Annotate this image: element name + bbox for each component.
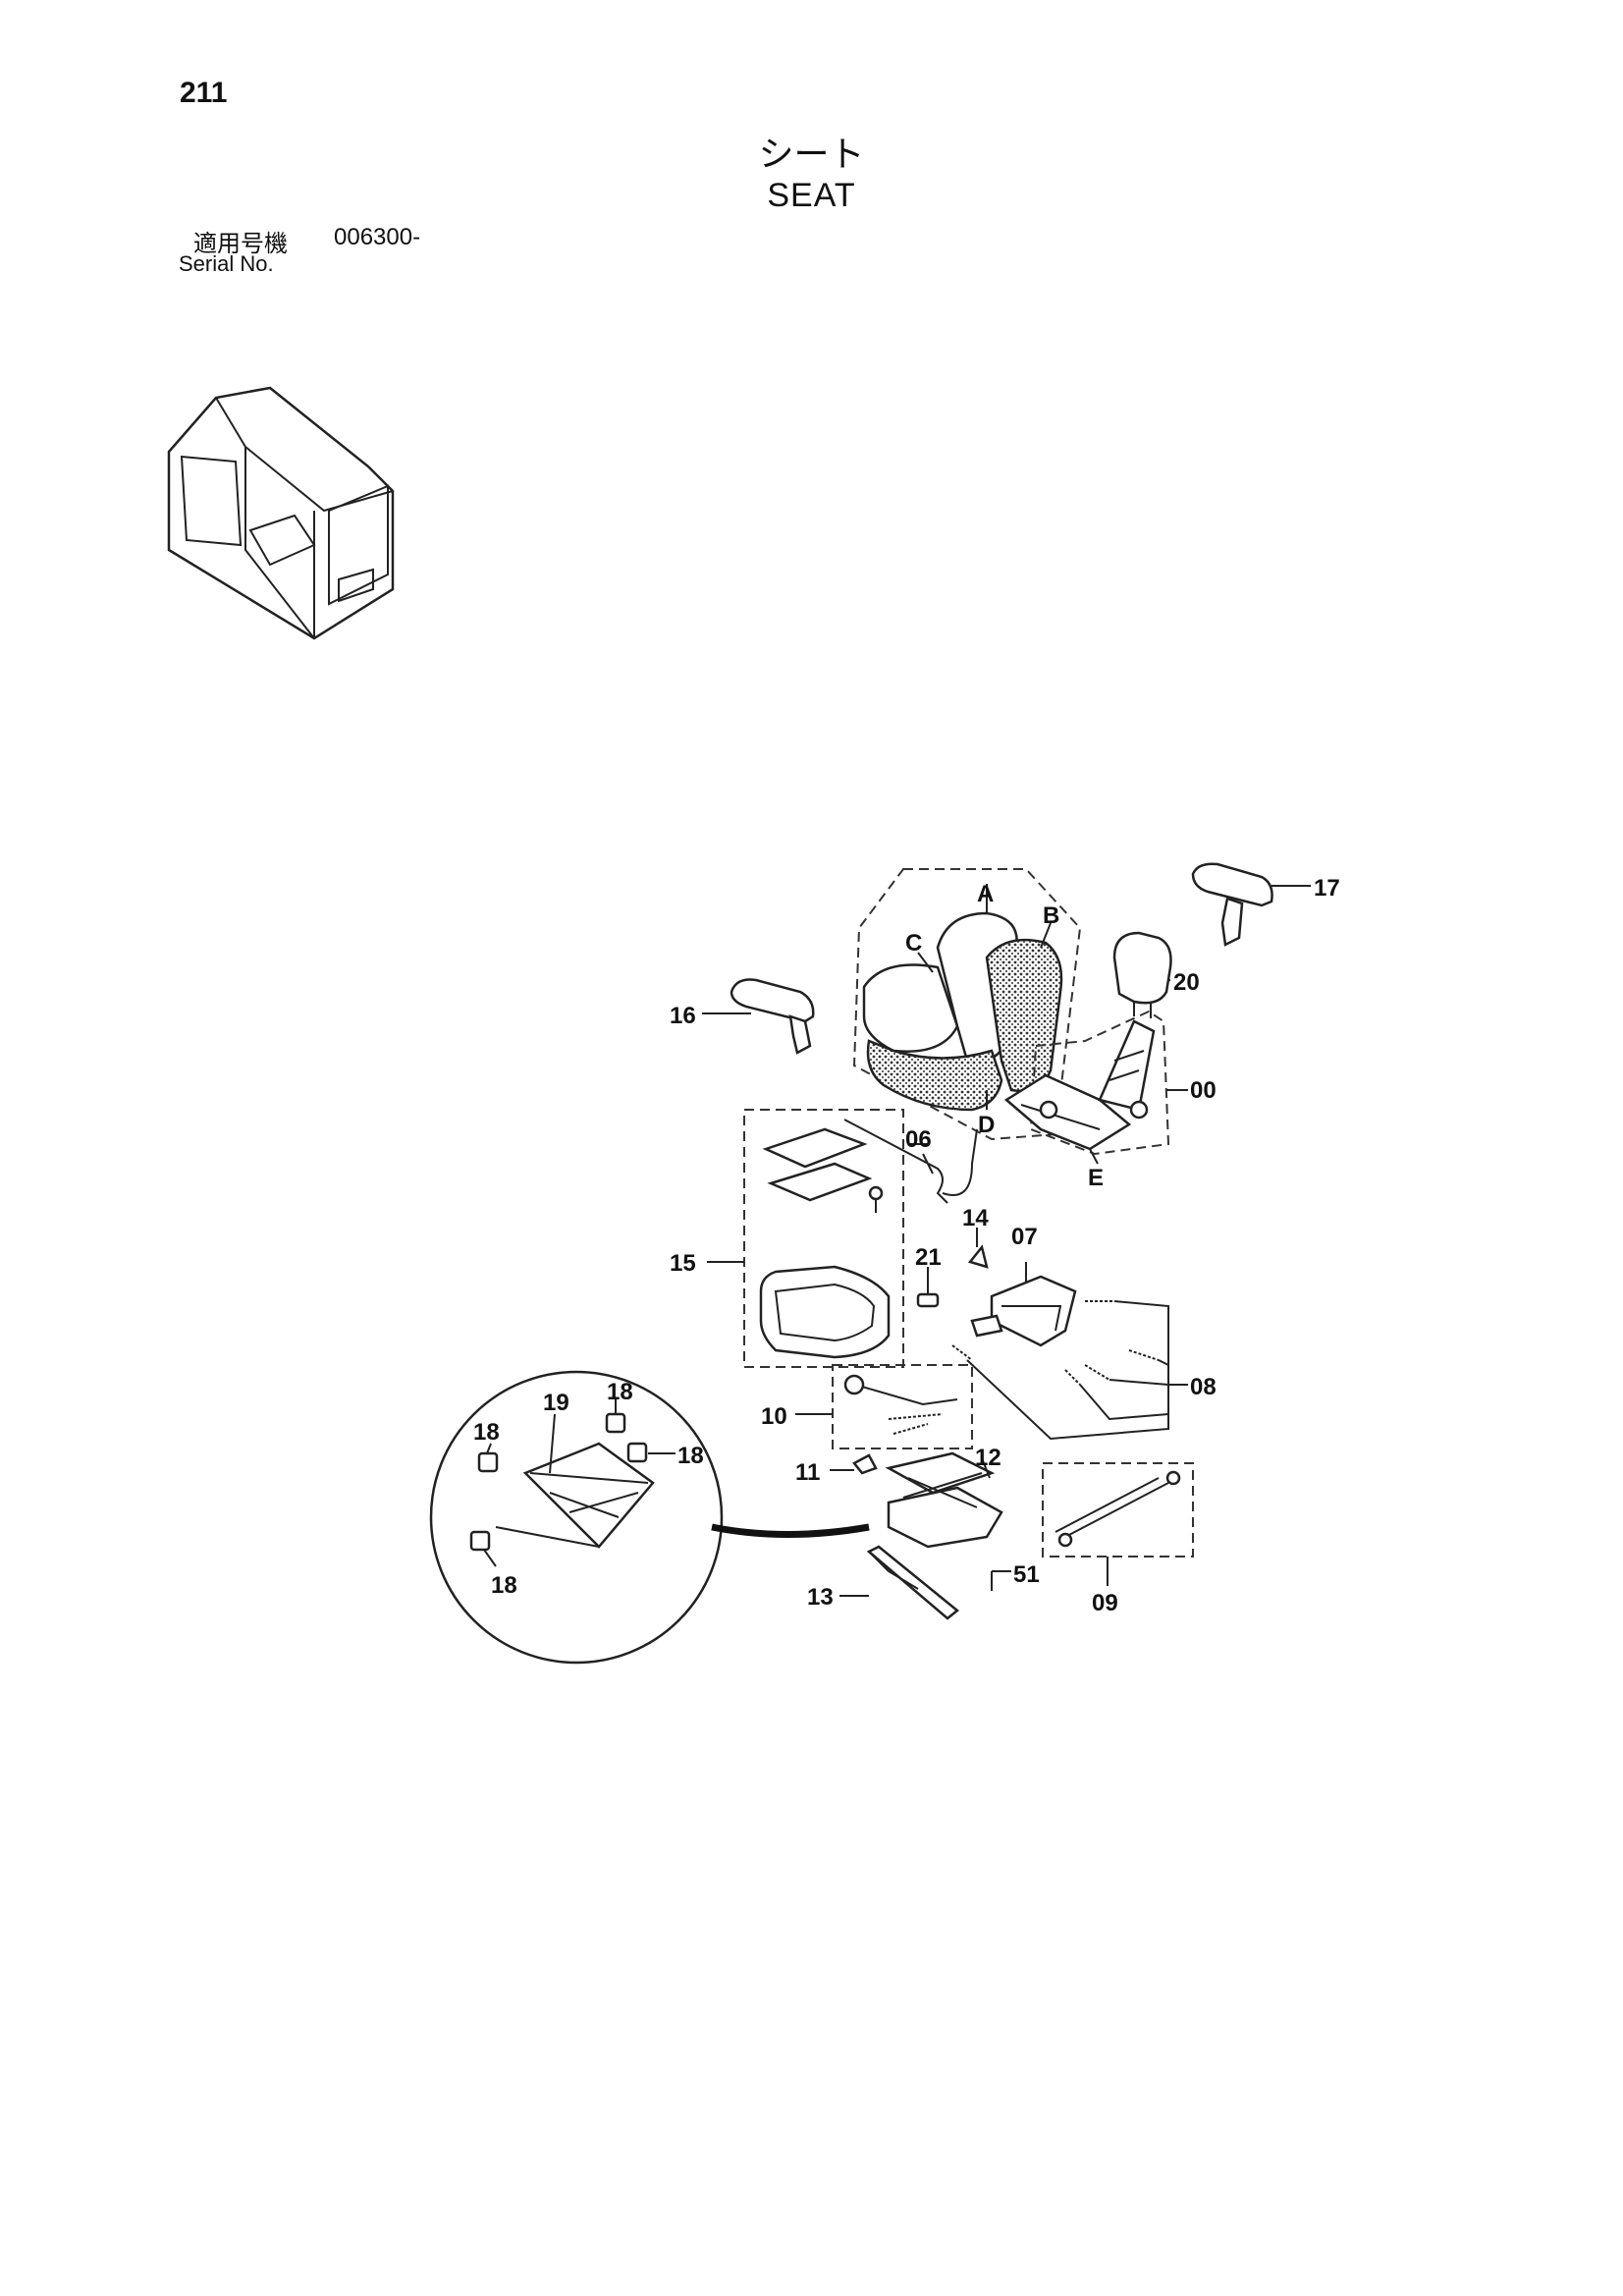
seat-frame-group: [1003, 1010, 1188, 1165]
callout-d: D: [978, 1112, 995, 1138]
callout-14: 14: [962, 1205, 989, 1231]
callout-15: 15: [670, 1250, 696, 1277]
callout-18-right: 18: [677, 1443, 704, 1469]
armrest-right: [1191, 862, 1311, 947]
serial-label-japanese: 適用号機: [193, 231, 288, 257]
callout-12: 12: [975, 1445, 1001, 1471]
callout-18-left: 18: [473, 1419, 500, 1446]
slide-rail-group: [707, 1109, 904, 1368]
page-title-english: SEAT: [767, 177, 856, 214]
callout-10: 10: [761, 1403, 787, 1430]
callout-e: E: [1088, 1165, 1104, 1191]
detail-view-circle: [429, 1370, 870, 1665]
callout-07: 07: [1011, 1224, 1038, 1250]
callout-08: 08: [1190, 1374, 1217, 1400]
callout-09: 09: [1092, 1590, 1118, 1616]
damper-group: [1042, 1462, 1194, 1586]
handle: [839, 1545, 959, 1620]
serial-label-english: Serial No.: [179, 251, 274, 276]
cab-location-icon: [167, 386, 395, 640]
callout-11: 11: [795, 1459, 820, 1486]
callout-b: B: [1043, 902, 1059, 929]
callout-21: 21: [915, 1244, 942, 1271]
suspension-unit: [830, 1451, 1011, 1591]
cable-assembly: [843, 1119, 978, 1204]
callout-20: 20: [1173, 969, 1200, 996]
callout-51: 51: [1013, 1561, 1040, 1588]
callout-06: 06: [905, 1126, 932, 1153]
page-title-japanese: シート: [758, 134, 865, 174]
console-bracket: [951, 1262, 1188, 1441]
callout-00: 00: [1190, 1077, 1217, 1104]
callout-a: A: [977, 881, 994, 907]
lever-group: [795, 1364, 973, 1449]
callout-17: 17: [1314, 875, 1340, 902]
callout-c: C: [905, 930, 922, 957]
seat-assembly-group: [852, 868, 1082, 1141]
callout-labels: 00 06 07 08 09 10 11 12 13 14 15 16 17 1…: [473, 875, 1340, 1616]
callout-16: 16: [670, 1003, 696, 1029]
callout-19: 19: [543, 1390, 569, 1416]
callout-18-top: 18: [607, 1379, 633, 1405]
headrest: [1112, 931, 1172, 1018]
page-number: 211: [180, 77, 228, 109]
armrest-left: [702, 978, 815, 1055]
serial-number-value: 006300-: [334, 224, 421, 250]
callout-13: 13: [807, 1584, 834, 1611]
callout-18-bottom: 18: [491, 1572, 517, 1599]
small-parts-14-21: [916, 1228, 989, 1308]
